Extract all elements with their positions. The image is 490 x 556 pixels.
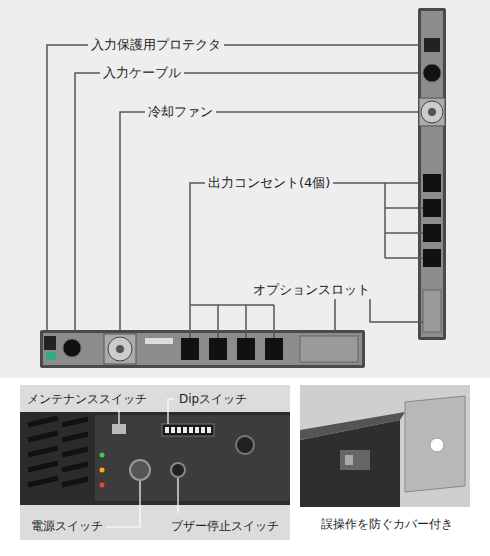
leader-bracket xyxy=(190,183,423,338)
protector xyxy=(424,38,440,52)
switch xyxy=(345,455,353,465)
unit-body xyxy=(40,330,365,368)
unit-body xyxy=(418,8,446,340)
unit-front xyxy=(20,412,290,505)
fan xyxy=(421,101,443,123)
callout-label: 出力コンセント(4個) xyxy=(205,174,333,192)
option-slot xyxy=(423,290,441,332)
led xyxy=(100,483,105,488)
fan-frame xyxy=(104,334,136,364)
outlet xyxy=(265,338,283,360)
dip-switch xyxy=(162,424,214,436)
rear-panel xyxy=(43,333,362,365)
leader-lines xyxy=(106,399,178,527)
control-face xyxy=(340,450,370,470)
leader-line xyxy=(47,45,418,330)
dip-levers xyxy=(165,427,211,433)
led xyxy=(100,453,105,458)
input-cable xyxy=(63,339,81,357)
ups-unit-horizontal xyxy=(40,330,365,368)
power-switch xyxy=(130,460,150,480)
protector-tag xyxy=(46,352,56,360)
outlet xyxy=(209,338,227,360)
callout-label: メンテナンススイッチ xyxy=(24,391,150,407)
front-panel-photo xyxy=(20,385,290,540)
callout-label: ブザー停止スイッチ xyxy=(168,518,282,534)
name-plate xyxy=(145,338,173,344)
vent-slots xyxy=(28,418,88,485)
outlet xyxy=(423,199,441,217)
protector xyxy=(44,336,56,350)
callout-label: Dipスイッチ xyxy=(176,391,250,407)
ups-unit-vertical xyxy=(418,8,446,340)
leader-line xyxy=(75,73,418,330)
callout-label: 入力保護用プロテクタ xyxy=(88,36,224,54)
outlet xyxy=(423,249,441,267)
fan-frame xyxy=(419,98,445,126)
callout-label: 冷却ファン xyxy=(145,103,216,121)
led xyxy=(100,468,105,473)
outlet xyxy=(423,224,441,242)
callout-label: オプションスロット xyxy=(250,281,373,299)
photo-ground xyxy=(300,385,470,507)
fan-hub xyxy=(428,108,436,116)
buzzer-switch xyxy=(171,463,185,477)
leader-lines xyxy=(47,45,423,338)
leader-line xyxy=(120,112,418,330)
cover-window xyxy=(430,438,444,452)
unit-top xyxy=(300,412,405,440)
maintenance-switch xyxy=(112,424,126,434)
top-ground xyxy=(0,0,490,378)
outlet xyxy=(181,338,199,360)
rear-panel xyxy=(421,11,443,337)
option-slot xyxy=(300,336,358,362)
callout-label: 電源スイッチ xyxy=(28,518,106,534)
callout-label: 入力ケーブル xyxy=(100,64,184,82)
photo-ground xyxy=(20,385,290,540)
control-face xyxy=(95,415,290,501)
connector xyxy=(236,436,254,454)
outlet xyxy=(237,338,255,360)
input-cable xyxy=(423,64,441,82)
cover-photo xyxy=(300,385,470,507)
callout-label: 誤操作を防ぐカバー付き xyxy=(318,516,456,532)
outlet xyxy=(423,174,441,192)
fan xyxy=(108,337,132,361)
fan-hub xyxy=(116,345,124,353)
open-cover xyxy=(405,396,465,492)
